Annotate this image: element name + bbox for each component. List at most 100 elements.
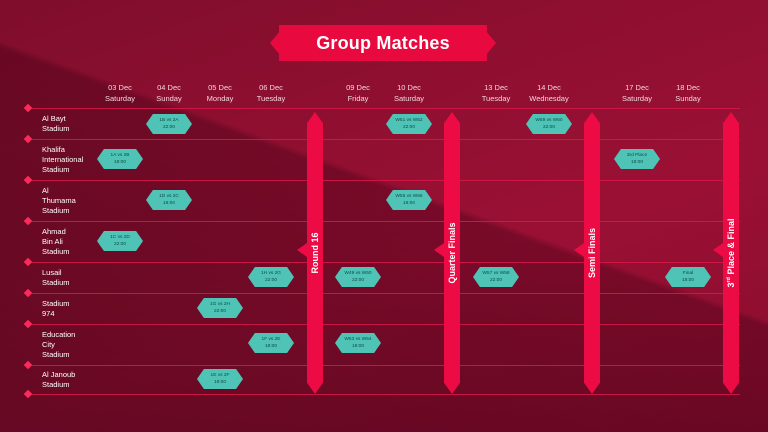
stadium-name-line: Stadium xyxy=(42,246,70,256)
match-pill[interactable]: 1C vs 2D 22:00 xyxy=(97,231,143,251)
row-divider xyxy=(28,139,740,140)
match-teams: 1F vs 2E xyxy=(261,337,281,342)
row-marker-diamond-icon xyxy=(23,257,33,267)
stage-label: 3rd Place & Final xyxy=(726,218,736,288)
day-weekday: Friday xyxy=(347,94,369,103)
row-marker-diamond-icon xyxy=(23,288,33,298)
row-divider xyxy=(28,180,740,181)
day-weekday: Wednesday xyxy=(529,94,569,103)
match-teams: W55 vs W56 xyxy=(395,194,423,199)
stage-notch-pointer-icon xyxy=(434,243,444,257)
row-marker-diamond-icon xyxy=(23,360,33,370)
row-divider xyxy=(28,293,740,294)
row-divider xyxy=(28,394,740,395)
stage-label: Semi Finals xyxy=(587,227,597,279)
match-teams: 1E vs 2F xyxy=(210,373,230,378)
match-time: 18:00 xyxy=(213,380,226,385)
day-date: 13 Dec xyxy=(484,83,508,92)
day-date: 10 Dec xyxy=(397,83,421,92)
match-time: 22:00 xyxy=(113,242,126,247)
stadium-name-line: Stadium xyxy=(42,164,70,174)
match-teams: 1B vs 2A xyxy=(159,118,179,123)
stage-label: Round 16 xyxy=(310,232,320,274)
stadium-name-line: Al Bayt xyxy=(42,113,66,123)
stage-notch-pointer-icon xyxy=(297,243,307,257)
stage-bar-semi-finals: Semi Finals xyxy=(584,112,600,394)
stage-notch-pointer-icon xyxy=(713,243,723,257)
match-pill[interactable]: 1E vs 2F 18:00 xyxy=(197,369,243,389)
row-marker-diamond-icon xyxy=(23,175,33,185)
match-time: 18:00 xyxy=(264,344,277,349)
day-weekday: Sunday xyxy=(675,94,701,103)
day-weekday: Monday xyxy=(206,94,234,103)
page-title: Group Matches xyxy=(270,25,496,61)
row-marker-diamond-icon xyxy=(23,216,33,226)
stage-label: Quarter Finals xyxy=(447,222,457,284)
match-time: 22:00 xyxy=(351,278,364,283)
row-marker-diamond-icon xyxy=(23,389,33,399)
stadium-name-line: City xyxy=(42,339,55,349)
match-teams: W59 vs W60 xyxy=(535,118,563,123)
match-teams: 1C vs 2D xyxy=(110,235,130,240)
day-date: 04 Dec xyxy=(157,83,181,92)
stadium-name-line: Stadium xyxy=(42,298,70,308)
stadium-name-line: International xyxy=(42,154,84,164)
match-pill[interactable]: 1F vs 2E 18:00 xyxy=(248,333,294,353)
stadium-name-line: Thumama xyxy=(42,195,76,205)
match-teams: 1H vs 2G xyxy=(261,271,281,276)
match-time: 22:00 xyxy=(489,278,502,283)
stadium-name-line: 974 xyxy=(42,308,55,318)
day-date: 14 Dec xyxy=(537,83,561,92)
match-time: 18:00 xyxy=(162,201,175,206)
row-divider xyxy=(28,221,740,222)
match-teams: 1G vs 2H xyxy=(210,302,230,307)
stadium-name-line: Ahmad xyxy=(42,226,66,236)
day-weekday: Saturday xyxy=(393,94,425,103)
stadium-name-line: Education xyxy=(42,329,76,339)
match-time: 22:00 xyxy=(542,125,555,130)
stadium-name-line: Stadium xyxy=(42,349,70,359)
stadium-name-line: Khalifa xyxy=(42,144,65,154)
stadium-name-line: Stadium xyxy=(42,205,70,215)
row-marker-diamond-icon xyxy=(23,134,33,144)
match-pill[interactable]: W59 vs W60 22:00 xyxy=(526,114,572,134)
match-teams: 3rd Place xyxy=(626,153,648,158)
day-weekday: Tuesday xyxy=(481,94,511,103)
stadium-name-line: Al xyxy=(42,185,49,195)
match-teams: 1A vs 2B xyxy=(110,153,130,158)
match-teams: W53 vs W54 xyxy=(344,337,372,342)
stadium-name-line: Al Janoub xyxy=(42,369,76,379)
day-date: 06 Dec xyxy=(259,83,283,92)
stadium-name-line: Lusail xyxy=(42,267,62,277)
stadium-name-line: Stadium xyxy=(42,277,70,287)
row-divider xyxy=(28,108,740,109)
row-marker-diamond-icon xyxy=(23,319,33,329)
match-teams: W51 vs W52 xyxy=(395,118,423,123)
stadium-name-line: Bin Ali xyxy=(42,236,63,246)
stadium-name-line: Stadium xyxy=(42,123,70,133)
